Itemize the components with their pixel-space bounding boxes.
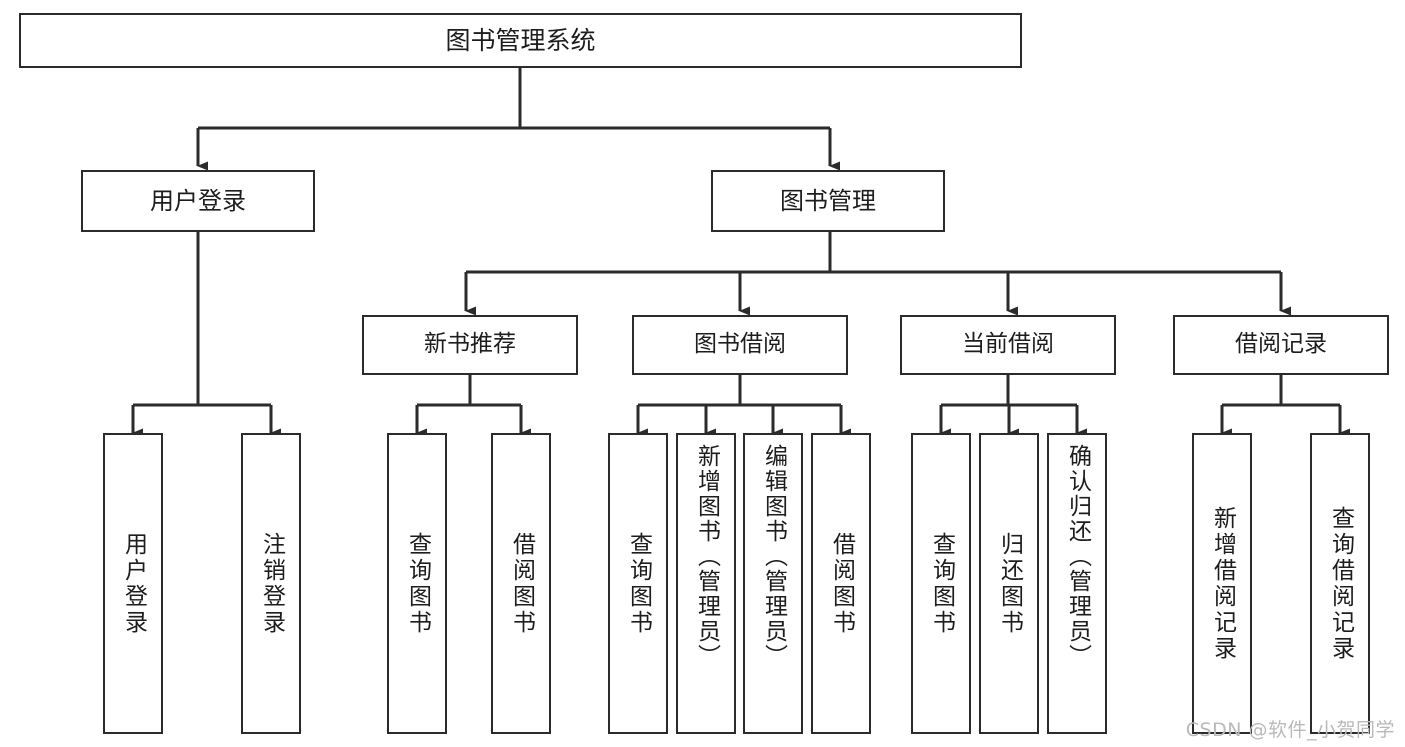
node-label: 归还图书 (996, 531, 1023, 636)
node-leaf-current-return-book[interactable]: 归还图书 (979, 433, 1039, 734)
node-user-login[interactable]: 用户登录 (81, 170, 315, 232)
node-label: 用户登录 (120, 531, 147, 636)
node-borrow-record[interactable]: 借阅记录 (1173, 315, 1389, 375)
node-label: 图书管理 (780, 186, 876, 215)
watermark-text: CSDN @软件_小贺同学 (1185, 719, 1395, 741)
node-label: 编辑图书（管理员） (760, 444, 787, 669)
node-label: 新增借阅记录 (1209, 505, 1236, 662)
node-label: 借阅图书 (828, 531, 855, 636)
node-current-borrow[interactable]: 当前借阅 (900, 315, 1116, 375)
node-label: 查询借阅记录 (1327, 505, 1354, 662)
node-new-book-recommend[interactable]: 新书推荐 (362, 315, 578, 375)
node-label: 借阅记录 (1235, 331, 1327, 358)
node-leaf-current-query-book[interactable]: 查询图书 (911, 433, 971, 734)
node-leaf-recommend-query-book[interactable]: 查询图书 (387, 433, 447, 734)
node-label: 查询图书 (404, 531, 431, 636)
node-leaf-user-login[interactable]: 用户登录 (103, 433, 163, 734)
node-label: 查询图书 (625, 531, 652, 636)
node-root-system[interactable]: 图书管理系统 (19, 13, 1022, 68)
node-label: 图书借阅 (694, 331, 786, 358)
node-label: 新书推荐 (424, 331, 516, 358)
node-label: 确认归还（管理员） (1064, 444, 1091, 669)
node-label: 借阅图书 (508, 531, 535, 636)
node-leaf-record-search[interactable]: 查询借阅记录 (1310, 433, 1370, 734)
node-label: 新增图书（管理员） (693, 444, 720, 669)
node-leaf-borrow-lend-book[interactable]: 借阅图书 (811, 433, 871, 734)
node-label: 当前借阅 (962, 331, 1054, 358)
node-leaf-borrow-edit-book-admin[interactable]: 编辑图书（管理员） (743, 433, 803, 734)
node-label: 注销登录 (258, 531, 285, 636)
node-label: 查询图书 (928, 531, 955, 636)
node-label: 用户登录 (150, 186, 246, 215)
node-leaf-record-add[interactable]: 新增借阅记录 (1192, 433, 1252, 734)
node-book-manage[interactable]: 图书管理 (711, 170, 945, 232)
node-leaf-current-confirm-return-admin[interactable]: 确认归还（管理员） (1047, 433, 1107, 734)
node-leaf-recommend-borrow-book[interactable]: 借阅图书 (491, 433, 551, 734)
node-leaf-borrow-query-book[interactable]: 查询图书 (608, 433, 668, 734)
node-label: 图书管理系统 (445, 25, 596, 55)
node-leaf-user-logout[interactable]: 注销登录 (241, 433, 301, 734)
node-leaf-borrow-add-book-admin[interactable]: 新增图书（管理员） (676, 433, 736, 734)
node-book-borrow[interactable]: 图书借阅 (632, 315, 848, 375)
